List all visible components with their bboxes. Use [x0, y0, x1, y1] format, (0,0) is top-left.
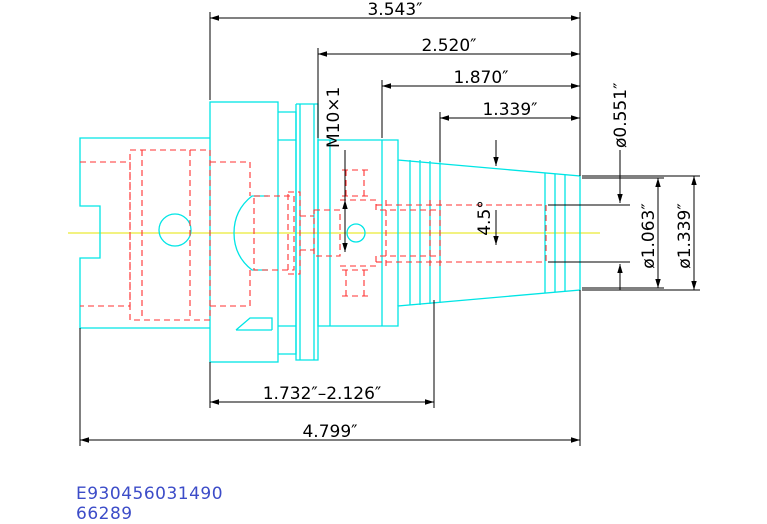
dim-overall-length: 4.799″	[302, 422, 357, 442]
dim-dia-small: ø0.551″	[611, 83, 631, 148]
dim-length-2: 2.520″	[421, 36, 476, 56]
dim-range: 1.732″–2.126″	[263, 384, 382, 404]
dim-dia-large: ø1.339″	[675, 203, 695, 268]
dimension-texts: 3.543″ 2.520″ 1.870″ 1.339″ 1.732″–2.126…	[263, 0, 695, 442]
dim-angle: 4.5°	[475, 200, 495, 236]
dim-length-4: 1.339″	[482, 100, 537, 120]
part-code: 66289	[76, 504, 133, 524]
hidden-lines	[80, 149, 547, 321]
dimension-lines	[79, 12, 700, 446]
dim-length-3: 1.870″	[453, 68, 508, 88]
part-number: E930456031490	[76, 484, 224, 504]
dim-flange-to-end: 3.543″	[367, 0, 422, 20]
dim-dia-mid: ø1.063″	[639, 203, 659, 268]
dim-thread: M10×1	[324, 87, 344, 148]
holder-outline	[79, 101, 581, 363]
